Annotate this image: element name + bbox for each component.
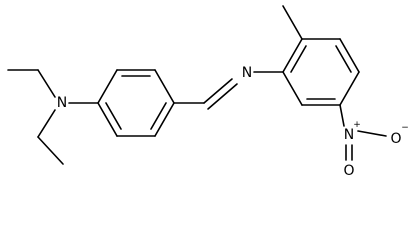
structure-canvas: N N N + O − O <box>7 5 409 179</box>
bond-methyl <box>282 5 303 40</box>
atom-nitro-nitrogen: N <box>344 127 354 143</box>
imine-double-bond <box>203 78 238 110</box>
atom-nitro-oxygen-bottom: O <box>343 163 354 179</box>
atom-imine-nitrogen: N <box>242 65 252 81</box>
bond-ethyl-upper-ch2 <box>37 69 56 98</box>
benzene-ring-left <box>97 69 175 137</box>
benzene-ring-right <box>282 38 360 106</box>
charge-nitro-nitrogen: + <box>353 120 361 130</box>
ethyl-group-upper <box>7 69 56 98</box>
chemical-structure-diagram: N N N + O − O <box>7 5 409 179</box>
bond-ring-to-nitro <box>339 104 345 127</box>
bond-ethyl-lower-ch3 <box>37 136 64 165</box>
bond-ethyl-lower-ch2 <box>37 109 56 138</box>
bond-nitro-to-oxygen-right <box>357 130 387 137</box>
ethyl-group-lower <box>37 109 64 165</box>
nitro-double-bond <box>345 144 353 161</box>
atom-amine-nitrogen: N <box>57 95 67 111</box>
atom-nitro-oxygen-right: O <box>390 131 401 147</box>
charge-nitro-oxygen-right: − <box>401 123 409 133</box>
